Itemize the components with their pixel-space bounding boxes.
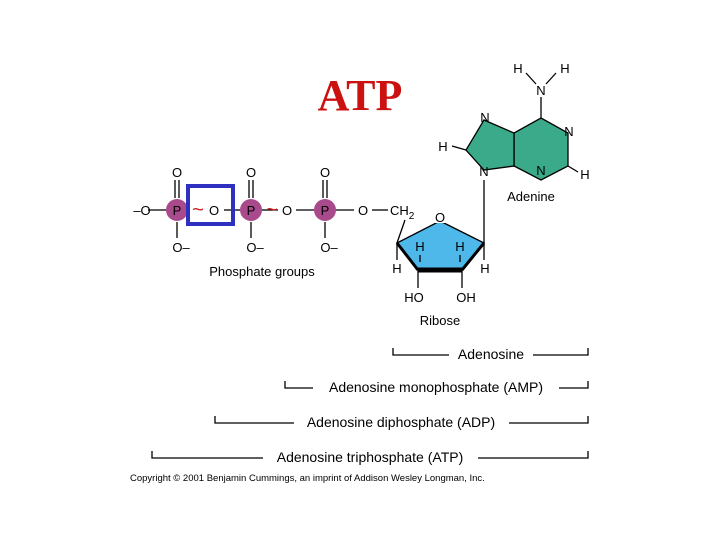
ribose-atom-labels: O H H H H HO OH xyxy=(392,210,489,305)
bond-n6-h-left xyxy=(525,72,537,85)
phosphorus-atom-1 xyxy=(166,199,188,221)
ribose-ring-oxygen: O xyxy=(435,210,445,225)
atom-ch2: CH2 xyxy=(390,203,415,222)
phosphorus-atom-3 xyxy=(314,199,336,221)
bracket-label-atp: Adenosine triphosphate (ATP) xyxy=(277,449,464,465)
bond-ch2-ring xyxy=(396,219,406,244)
bracket-atp-left xyxy=(151,451,263,459)
adenine-n3: N xyxy=(536,163,545,178)
atom-o-top-2: O xyxy=(246,165,256,180)
bracket-atp-right xyxy=(478,451,589,459)
high-energy-bond-tilde-2: ~ xyxy=(266,199,278,221)
phosphate-groups-label: Phosphate groups xyxy=(209,264,315,279)
bracket-label-adp: Adenosine diphosphate (ADP) xyxy=(307,414,495,430)
diagram-title: ATP xyxy=(318,71,403,120)
bracket-adp-left xyxy=(214,416,294,424)
atom-o-bridge-1: O xyxy=(209,203,219,218)
atom-o-minus-bottom-1: O– xyxy=(172,240,190,255)
adenine-h2: H xyxy=(580,167,589,182)
bracket-adenosine-left xyxy=(392,348,449,356)
adenine-label: Adenine xyxy=(507,189,555,204)
adenine-atom-labels: H H N N N H N H N xyxy=(438,61,589,182)
bracket-amp-left xyxy=(284,381,313,389)
adenine-amino-n: N xyxy=(536,83,545,98)
ribose-h-c3: H xyxy=(415,239,424,254)
ribose-h-c1: H xyxy=(480,261,489,276)
ribose-ho: HO xyxy=(404,290,424,305)
adenine-bonds xyxy=(451,72,579,173)
bond-c2-h xyxy=(567,165,579,173)
ribose-oh: OH xyxy=(456,290,476,305)
ribose-label: Ribose xyxy=(420,313,460,328)
adenine-five-ring xyxy=(465,119,515,171)
ribose-h-c4: H xyxy=(392,261,401,276)
ribose-o-mask xyxy=(432,207,448,223)
atom-o-minus-left: –O xyxy=(133,203,150,218)
adenine-n7: N xyxy=(480,110,489,125)
adenine-n1: N xyxy=(564,124,573,139)
adenine-h8: H xyxy=(438,139,447,154)
bracket-amp-right xyxy=(559,381,589,389)
ribose-bold-edge-right xyxy=(460,242,486,271)
bracket-labels: Adenosine Adenosine monophosphate (AMP) … xyxy=(277,346,543,465)
bracket-adenosine-right xyxy=(533,348,589,356)
high-energy-bond-tilde-1: ~ xyxy=(192,199,204,221)
bond-c8-h xyxy=(451,145,467,151)
ribose-bonds xyxy=(396,180,485,288)
atom-o-top-1: O xyxy=(172,165,182,180)
adenine-amino-h-right: H xyxy=(560,61,569,76)
high-energy-bond-highlight-box xyxy=(186,184,235,226)
atom-o-minus-bottom-2: O– xyxy=(246,240,264,255)
adenine-amino-h-left: H xyxy=(513,61,522,76)
copyright-text: Copyright © 2001 Benjamin Cummings, an i… xyxy=(130,473,485,484)
ribose-h-c2: H xyxy=(455,239,464,254)
bond-n6-h-right xyxy=(545,72,557,85)
atom-p2: P xyxy=(247,203,256,218)
atom-o-minus-bottom-3: O– xyxy=(320,240,338,255)
ribose-ring xyxy=(396,220,486,271)
atom-p1: P xyxy=(173,203,182,218)
bracket-label-adenosine: Adenosine xyxy=(458,346,524,362)
bracket-label-amp: Adenosine monophosphate (AMP) xyxy=(329,379,543,395)
bracket-adp-right xyxy=(509,416,589,424)
atom-o-bridge-3: O xyxy=(358,203,368,218)
atom-p3: P xyxy=(321,203,330,218)
bracket-lines xyxy=(151,348,589,459)
atom-o-bridge-2: O xyxy=(282,203,292,218)
adenine-n9: N xyxy=(479,164,488,179)
phosphate-chain xyxy=(148,180,388,238)
ribose-bold-edge-left xyxy=(395,242,420,271)
phosphate-atom-labels: –O P O P O P O O O O O– O– O– CH2 xyxy=(133,165,414,255)
atom-o-top-3: O xyxy=(320,165,330,180)
phosphorus-atom-2 xyxy=(240,199,262,221)
